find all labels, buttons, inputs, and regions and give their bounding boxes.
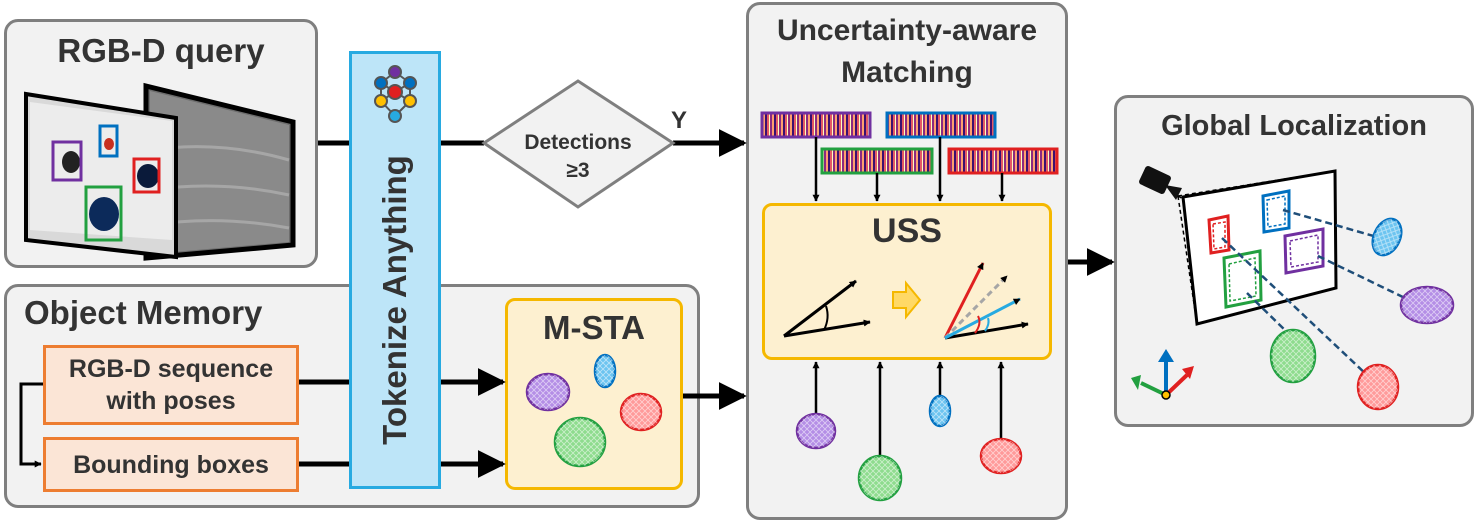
feature-token-blue <box>885 111 997 139</box>
detections-decision-diamond <box>481 79 676 209</box>
camera-icon <box>1139 166 1182 200</box>
rgb-image <box>24 91 178 260</box>
uncertainty-to-uss-arrows <box>812 361 1005 456</box>
uncertainty-ellipsoid-green <box>857 454 903 502</box>
image-plane <box>1181 169 1338 326</box>
correspondence-lines <box>1221 208 1408 377</box>
uss-label: USS <box>872 212 942 250</box>
uncertainty-ellipsoid-purple <box>795 412 837 450</box>
object-memory-title: Object Memory <box>24 294 263 331</box>
neural-network-icon <box>374 65 417 123</box>
tokenize-anything-block <box>349 51 441 489</box>
rgbd-sequence-line1: RGB-D sequence <box>68 355 274 383</box>
decision-yes-label: Y <box>671 107 687 134</box>
feature-token-purple <box>760 111 872 139</box>
bounding-boxes-box: Bounding boxes <box>43 437 299 492</box>
landmark-ellipsoid-green <box>1269 328 1317 384</box>
uncertainty-ellipsoid-red <box>979 437 1023 475</box>
matching-title-line2: Matching <box>841 56 973 89</box>
msta-label: M-STA <box>542 309 646 346</box>
uncertainty-ellipsoid-blue <box>928 394 952 428</box>
decision-line1: Detections <box>524 131 631 154</box>
decision-line2: ≥3 <box>566 159 589 182</box>
bounding-boxes-label: Bounding boxes <box>73 450 269 479</box>
projected-boxes <box>1207 189 1325 309</box>
rgbd-sequence-line2: with poses <box>106 387 236 415</box>
msta-ellipsoid-blue <box>593 353 617 389</box>
rgbd-query-title: RGB-D query <box>57 32 265 69</box>
uss-angle-before <box>783 279 871 338</box>
msta-ellipsoid-green <box>553 416 607 468</box>
landmark-ellipsoid-red <box>1356 363 1400 411</box>
landmark-ellipsoid-purple <box>1399 285 1455 325</box>
sequence-to-bboxes-arrow <box>19 382 43 468</box>
localization-title: Global Localization <box>1161 110 1427 142</box>
rgbd-sequence-box: RGB-D sequence with poses <box>43 345 299 425</box>
feature-token-green <box>820 147 934 175</box>
matching-title-line1: Uncertainty-aware <box>776 14 1038 47</box>
token-to-uss-arrows <box>812 137 1006 202</box>
uss-angle-after <box>943 262 1029 340</box>
landmark-ellipsoid-blue <box>1371 217 1403 257</box>
transform-arrow-icon <box>892 280 922 320</box>
msta-ellipsoid-red <box>619 392 663 432</box>
msta-ellipsoid-purple <box>525 372 571 412</box>
feature-token-red <box>947 147 1059 175</box>
world-axes-icon <box>1131 349 1194 400</box>
